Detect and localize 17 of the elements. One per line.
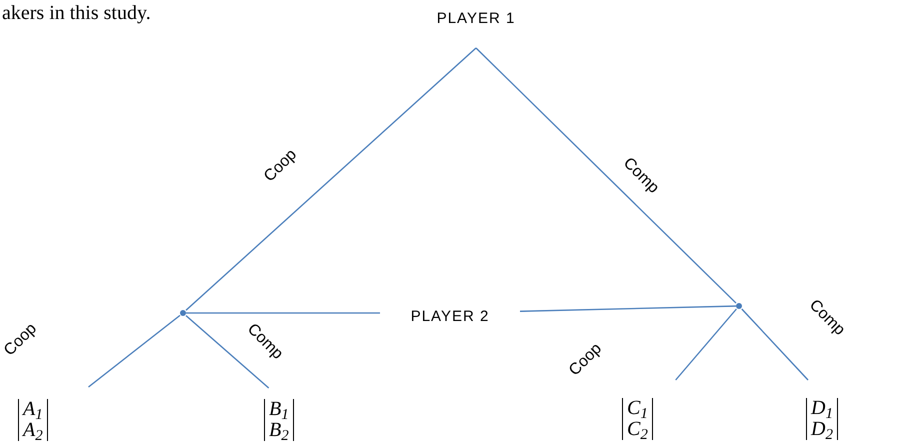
branch-line — [186, 48, 476, 311]
branch-line — [520, 305, 736, 312]
branch-line — [476, 48, 736, 304]
branch-line — [675, 308, 737, 380]
payoff-vector: A$_{1}$ A$_{2}$ — [18, 399, 48, 441]
payoff-vector: B$_{1}$ B$_{2}$ — [264, 399, 294, 441]
player-label: PLAYER 2 — [410, 306, 490, 326]
payoff-vector: D$_{1}$ D$_{2}$ — [806, 398, 838, 440]
decision-point — [180, 310, 186, 316]
body-text-fragment: akers in this study. — [2, 1, 151, 26]
branch-line — [88, 314, 180, 388]
decision-point — [736, 303, 742, 309]
branch-line — [186, 312, 380, 314]
payoff-vector: C$_{1}$ C$_{2}$ — [622, 398, 653, 440]
player-label: PLAYER 1 — [436, 9, 516, 29]
branch-line — [741, 308, 808, 380]
branch-line — [186, 315, 270, 388]
